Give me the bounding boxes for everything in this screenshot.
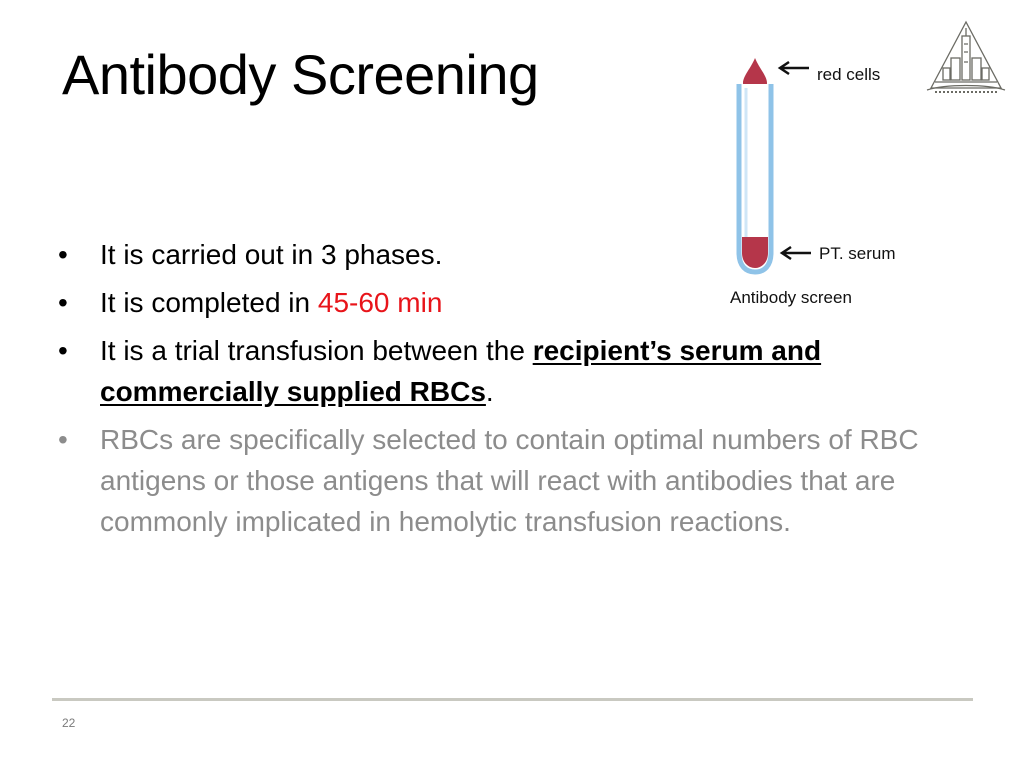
bullet-item: • It is a trial transfusion between the … — [58, 330, 928, 412]
bullet-text-end: . — [485, 376, 494, 407]
label-serum: PT. serum — [819, 244, 896, 263]
university-logo-icon — [926, 20, 1006, 93]
bullet-dot: • — [58, 287, 68, 318]
bullet-item: • It is completed in 45-60 min — [58, 282, 928, 323]
duration-highlight: 45-60 min — [317, 287, 443, 318]
label-red-cells: red cells — [817, 65, 881, 84]
bullet-dot: • — [58, 335, 68, 366]
arrow-red-cells-icon — [777, 60, 809, 76]
bullet-text: It is a trial transfusion between the — [100, 335, 533, 366]
bullet-text: It is carried out in 3 phases. — [100, 239, 443, 270]
test-tube-illustration — [736, 58, 811, 275]
bullet-text: It is completed in — [100, 287, 318, 318]
bullet-dot: • — [58, 424, 68, 455]
footer-divider — [52, 698, 973, 701]
emphasis-text: recipient’s serum and commercially suppl… — [100, 335, 822, 407]
slide-title: Antibody Screening — [62, 43, 539, 106]
arrow-serum-icon — [779, 245, 811, 261]
bullet-text: RBCs are specifically selected to contai… — [100, 424, 919, 537]
bullet-item: • It is carried out in 3 phases. — [58, 234, 928, 275]
bullet-list: • It is carried out in 3 phases. • It is… — [58, 234, 928, 549]
antibody-screen-figure: red cells PT. serum Antibody screen — [725, 50, 925, 315]
serum-fill — [742, 237, 768, 268]
slide-number: 22 — [62, 716, 76, 730]
bullet-item: • RBCs are specifically selected to cont… — [58, 419, 928, 542]
figure-caption: Antibody screen — [730, 288, 852, 307]
bullet-dot: • — [58, 239, 68, 270]
